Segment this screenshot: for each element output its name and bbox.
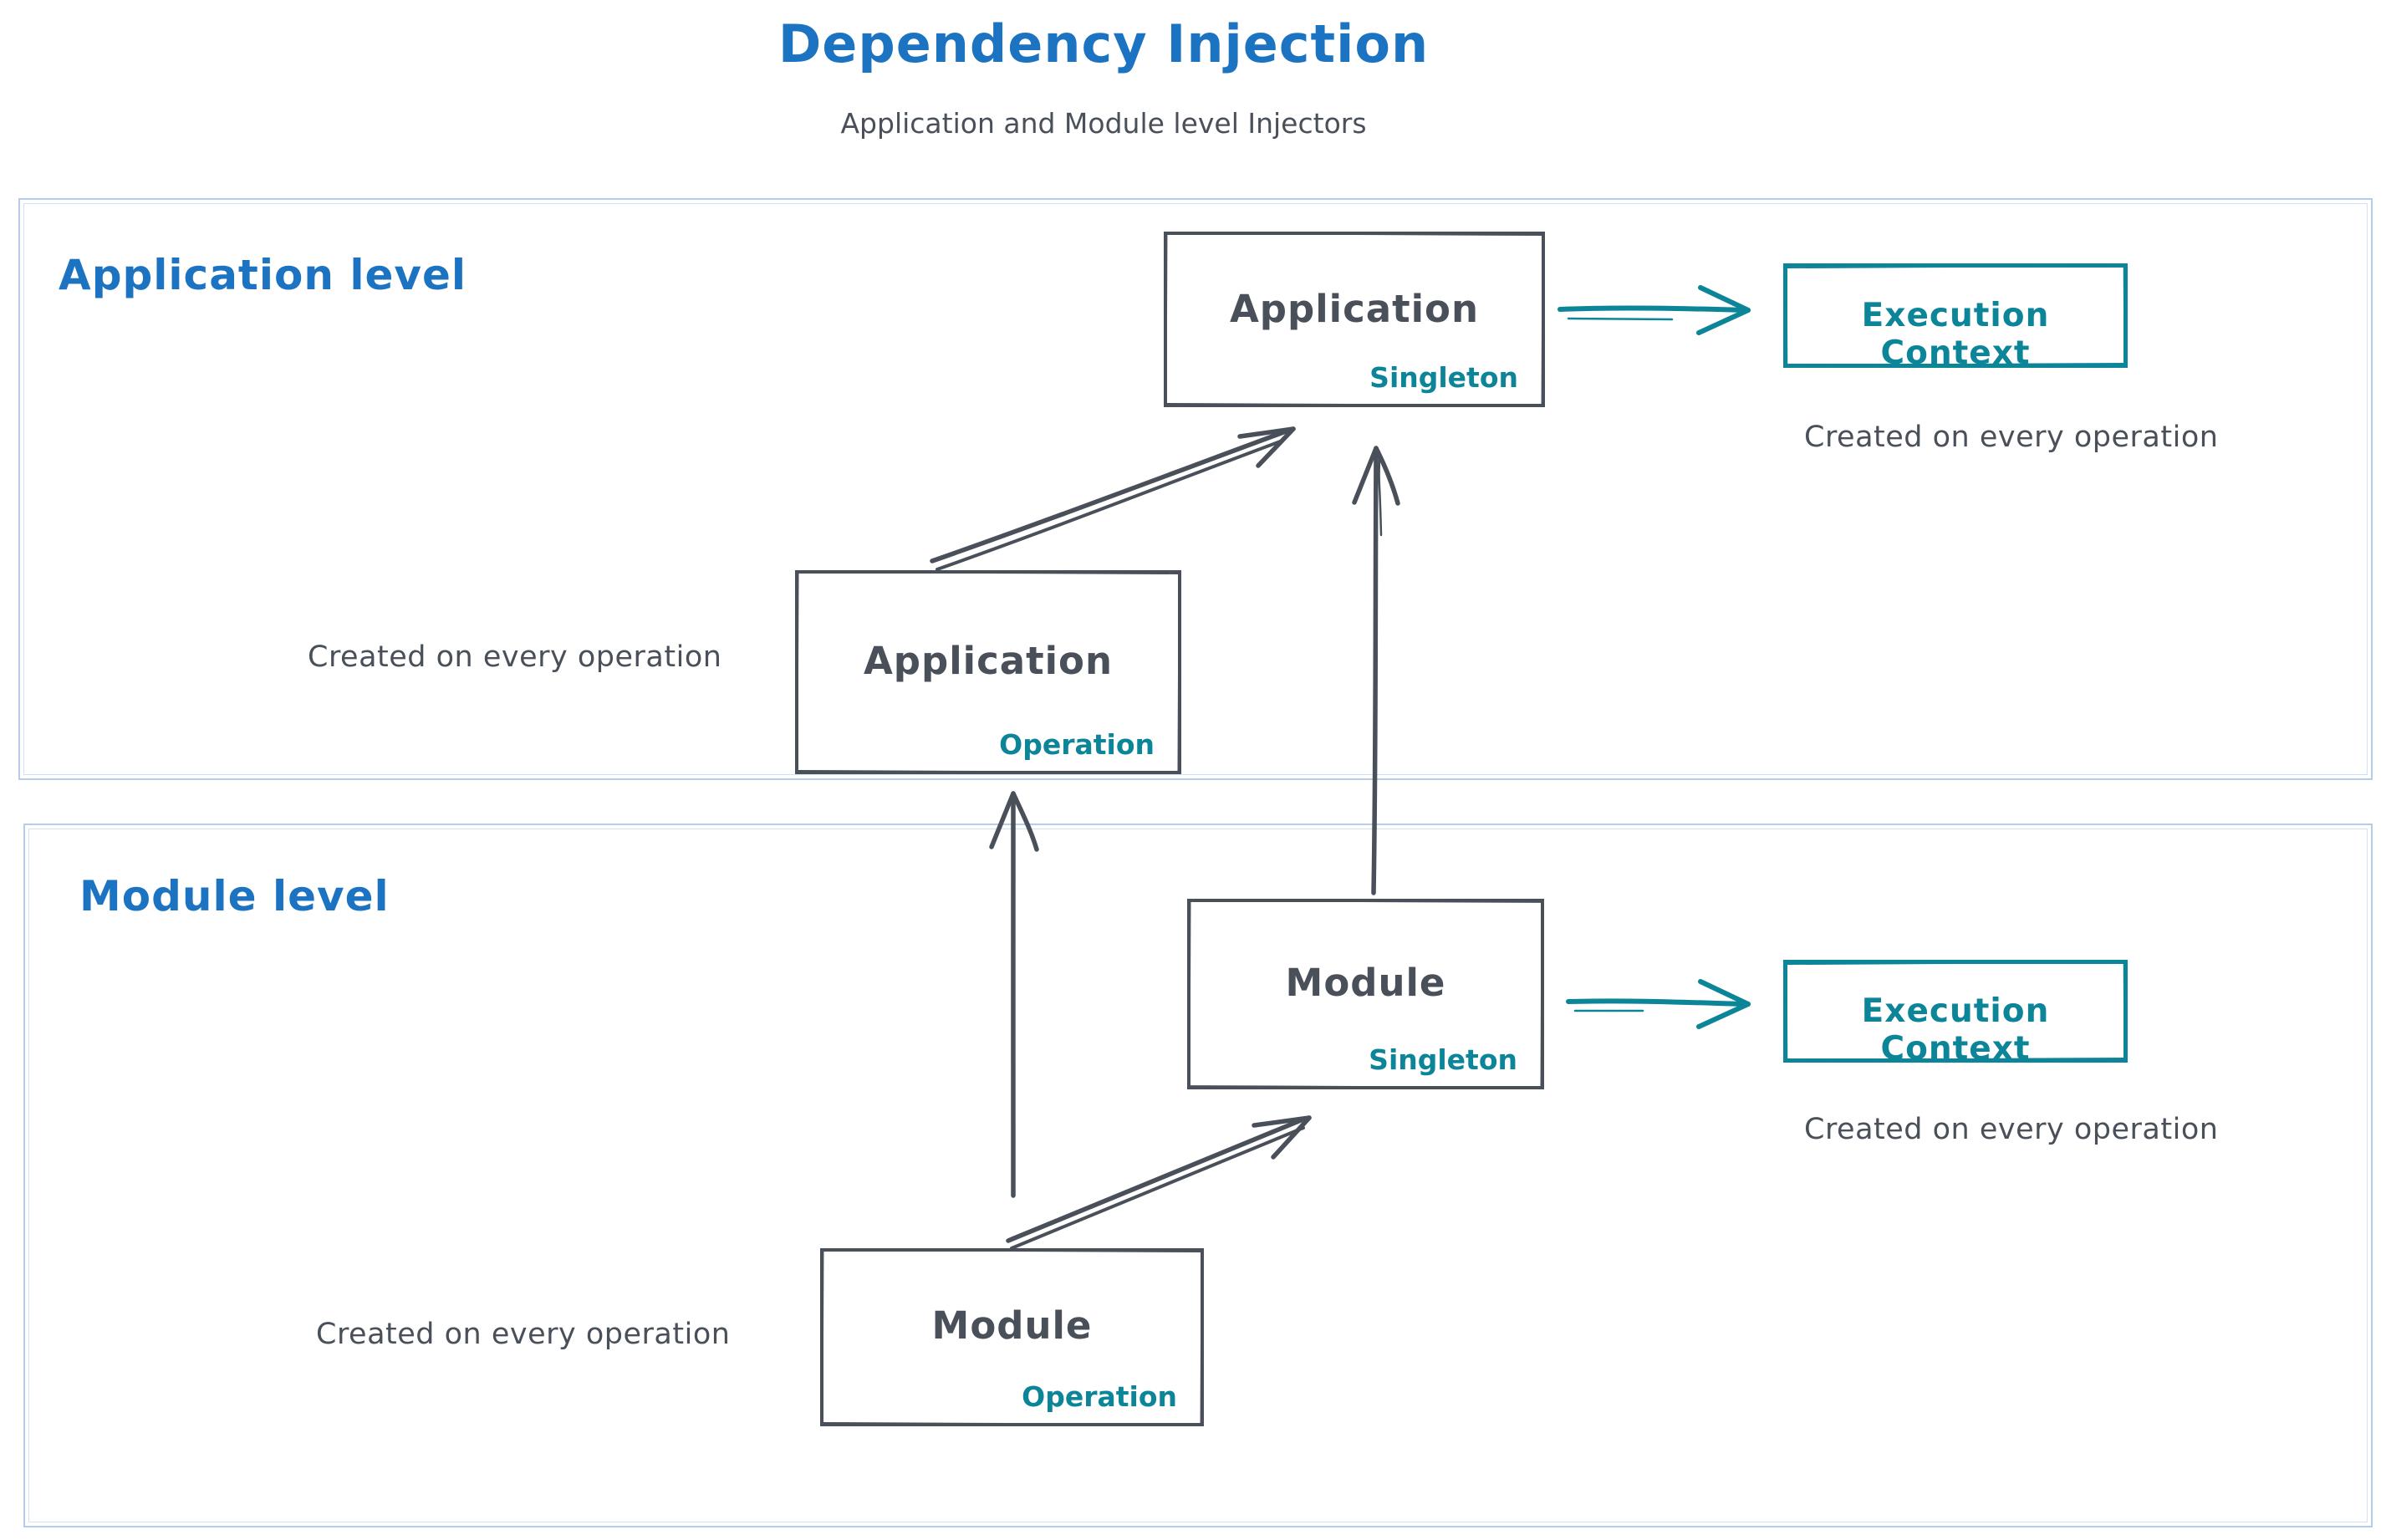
app-operation-title: Application [863, 639, 1114, 683]
module-level-label: Module level [79, 872, 390, 920]
module-singleton-box: Module Singleton [1187, 899, 1544, 1089]
execution-context-app-box: Execution Context [1783, 263, 2128, 372]
application-level-container [18, 198, 2373, 780]
module-operation-box: Module Operation [820, 1248, 1204, 1426]
caption-module-exec-context: Created on every operation [1804, 1113, 2219, 1146]
diagram-subtitle: Application and Module level Injectors [840, 107, 1367, 140]
module-level-container [23, 824, 2373, 1527]
app-operation-badge: Operation [999, 728, 1155, 761]
diagram-title: Dependency Injection [777, 13, 1430, 74]
execution-context-app-title: Execution Context [1861, 297, 2050, 372]
module-operation-badge: Operation [1022, 1380, 1177, 1413]
application-level-label: Application level [59, 251, 467, 299]
caption-app-operation: Created on every operation [308, 640, 722, 674]
module-operation-title: Module [931, 1303, 1093, 1348]
caption-app-exec-context: Created on every operation [1804, 421, 2219, 454]
app-singleton-title: Application [1229, 287, 1480, 331]
app-operation-box: Application Operation [795, 570, 1181, 774]
module-singleton-title: Module [1285, 961, 1446, 1005]
execution-context-module-box: Execution Context [1783, 960, 2128, 1068]
module-singleton-badge: Singleton [1369, 1043, 1517, 1076]
execution-context-module-title: Execution Context [1861, 992, 2050, 1068]
caption-module-operation: Created on every operation [316, 1318, 731, 1351]
app-singleton-badge: Singleton [1369, 361, 1518, 394]
app-singleton-box: Application Singleton [1164, 232, 1545, 407]
